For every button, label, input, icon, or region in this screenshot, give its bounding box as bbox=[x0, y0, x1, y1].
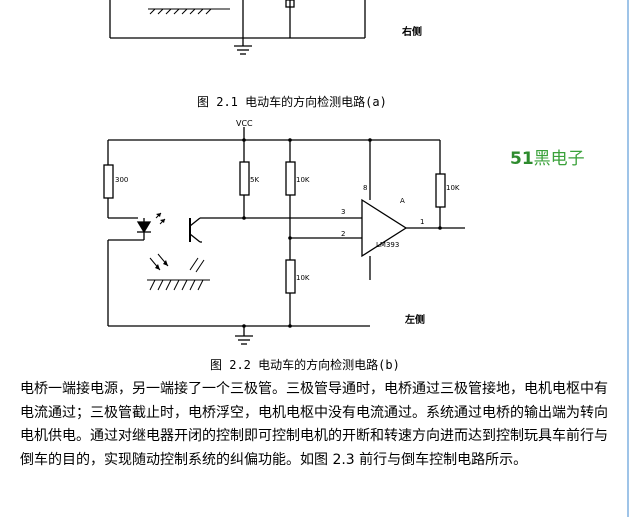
pin2-label: 2 bbox=[341, 230, 345, 238]
r1-label: 300 bbox=[115, 176, 128, 184]
figure-b-caption: 图 2.2 电动车的方向检测电路(b) bbox=[210, 358, 400, 372]
pin8-label: 8 bbox=[363, 184, 367, 192]
pinA-label: A bbox=[400, 197, 405, 205]
fig-b-side-label: 左侧 bbox=[404, 313, 425, 326]
r4-label: 10K bbox=[446, 184, 460, 192]
pin3-label: 3 bbox=[341, 208, 345, 216]
watermark-text: 黑电子 bbox=[533, 149, 585, 169]
watermark-number: 51 bbox=[510, 149, 534, 169]
r3-label: 10K bbox=[296, 176, 310, 184]
body-paragraph-block: 电桥一端接电源，另一端接了一个三极管。三极管导通时，电桥通过三极管接地，电机电枢… bbox=[20, 378, 610, 472]
fig-a-side-label: 右侧 bbox=[401, 25, 422, 38]
vcc-label: VCC bbox=[236, 119, 253, 128]
page-right-border bbox=[627, 0, 629, 517]
body-paragraph: 电桥一端接电源，另一端接了一个三极管。三极管导通时，电桥通过三极管接地，电机电枢… bbox=[20, 381, 608, 468]
watermark: 51黑电子 bbox=[510, 144, 585, 169]
r5-label: 10K bbox=[296, 274, 310, 282]
r2-label: 5K bbox=[250, 176, 259, 184]
opamp-label: LM393 bbox=[376, 241, 399, 249]
pin1-label: 1 bbox=[420, 218, 424, 226]
figure-a-caption: 图 2.1 电动车的方向检测电路(a) bbox=[197, 95, 387, 109]
